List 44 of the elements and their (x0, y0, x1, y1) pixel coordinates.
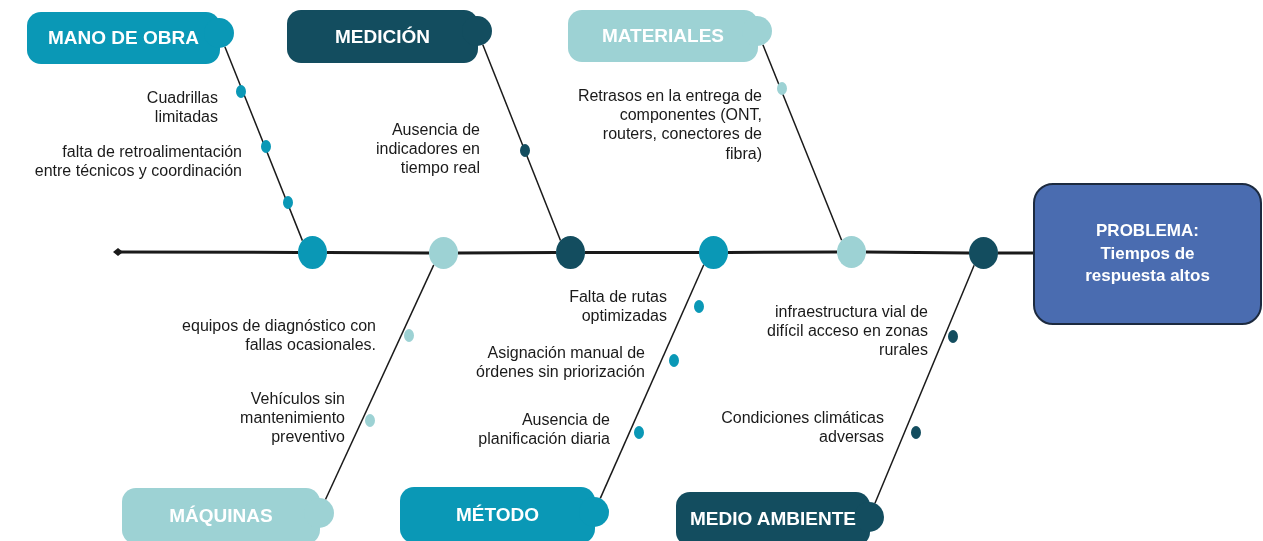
category-tab (27, 12, 234, 64)
category-label: MEDICIÓN (335, 25, 430, 48)
cause-text: Ausencia de indicadores en tiempo real (374, 120, 480, 178)
spine-line (866, 250, 969, 255)
junction-circle (969, 237, 998, 269)
cause-text: Condiciones climáticas adversas (720, 408, 884, 447)
problem-box (1033, 183, 1262, 325)
category-tab (400, 487, 609, 541)
spine-line (327, 251, 429, 255)
bone-line (874, 264, 975, 504)
cause-text: Falta de rutas optimizadas (568, 287, 667, 326)
spine-line (728, 250, 837, 254)
category-label: MÁQUINAS (169, 505, 273, 527)
category-label: MATERIALES (601, 25, 725, 47)
category-label: MEDIO AMBIENTE (689, 508, 857, 530)
cause-text: Cuadrillas limitadas (145, 88, 218, 127)
spine-line (585, 251, 699, 254)
junction-circle (556, 236, 585, 269)
junction-circle (699, 236, 728, 269)
category-tab (568, 10, 772, 62)
cause-text: Asignación manual de órdenes sin priorización (475, 343, 645, 382)
category-tab (287, 10, 492, 63)
category-label: MANO DE OBRA (48, 27, 199, 49)
cause-text: Vehículos sin mantenimiento preventivo (239, 389, 345, 447)
junction-circle (837, 236, 866, 268)
bone-line (482, 44, 562, 242)
category-label: MÉTODO (455, 504, 539, 526)
junction-circle (429, 237, 458, 269)
bone-line (224, 46, 304, 242)
cause-text: Ausencia de planificación diaria (477, 410, 610, 449)
cause-text: falta de retroalimentación entre técnicos y coordinación (33, 142, 242, 181)
spine-line (458, 251, 556, 255)
category-tab (122, 488, 334, 541)
bone-line (599, 264, 705, 500)
cause-text: Retrasos en la entrega de componentes (ONT, routers, conectores de fibra) (577, 86, 762, 163)
spine-line (113, 248, 298, 256)
problem-text: Tiempos de respuesta altos (1084, 242, 1211, 288)
cause-text: equipos de diagnóstico con fallas ocasionales. (181, 316, 376, 355)
problem-text: PROBLEMA: (1096, 219, 1199, 242)
junction-circle (298, 236, 327, 269)
cause-text: infraestructura vial de difícil acceso en zonas rurales (766, 302, 928, 360)
spine-line (998, 251, 1033, 255)
bone-line (324, 264, 435, 501)
bone-line (762, 44, 843, 241)
